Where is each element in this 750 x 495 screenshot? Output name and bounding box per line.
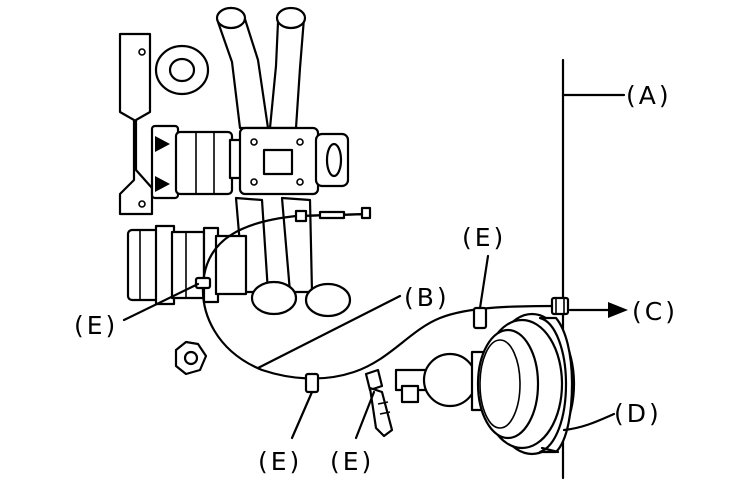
leader-b — [256, 294, 402, 370]
leader-e-bottom-left — [290, 390, 314, 440]
cable-connector — [550, 296, 570, 316]
label-e-left: (E) — [74, 311, 118, 340]
label-e-bottom-left: (E) — [258, 447, 302, 476]
leader-e-bottom-right — [354, 390, 376, 440]
arrow-c-head — [608, 302, 628, 318]
leader-lines — [122, 93, 628, 440]
label-b: (B) — [404, 283, 450, 312]
throttle-cable — [201, 206, 558, 380]
leader-e-left — [122, 282, 200, 322]
engine-assembly — [118, 6, 350, 216]
label-a: (A) — [626, 81, 672, 110]
clip-e-bottom-right — [364, 368, 384, 392]
leader-e-upper — [478, 254, 490, 310]
booster-assembly — [394, 312, 576, 456]
clip-e-bottom-left — [304, 372, 320, 394]
label-d: (D) — [614, 399, 662, 428]
cable-clips — [194, 276, 488, 438]
hex-nut — [174, 340, 208, 376]
leader-d — [562, 412, 616, 432]
clip-e-upper — [472, 306, 488, 330]
label-c: (C) — [632, 297, 678, 326]
clip-e-left — [194, 276, 212, 290]
label-e-upper: (E) — [462, 223, 506, 252]
label-e-bottom-right: (E) — [330, 447, 374, 476]
